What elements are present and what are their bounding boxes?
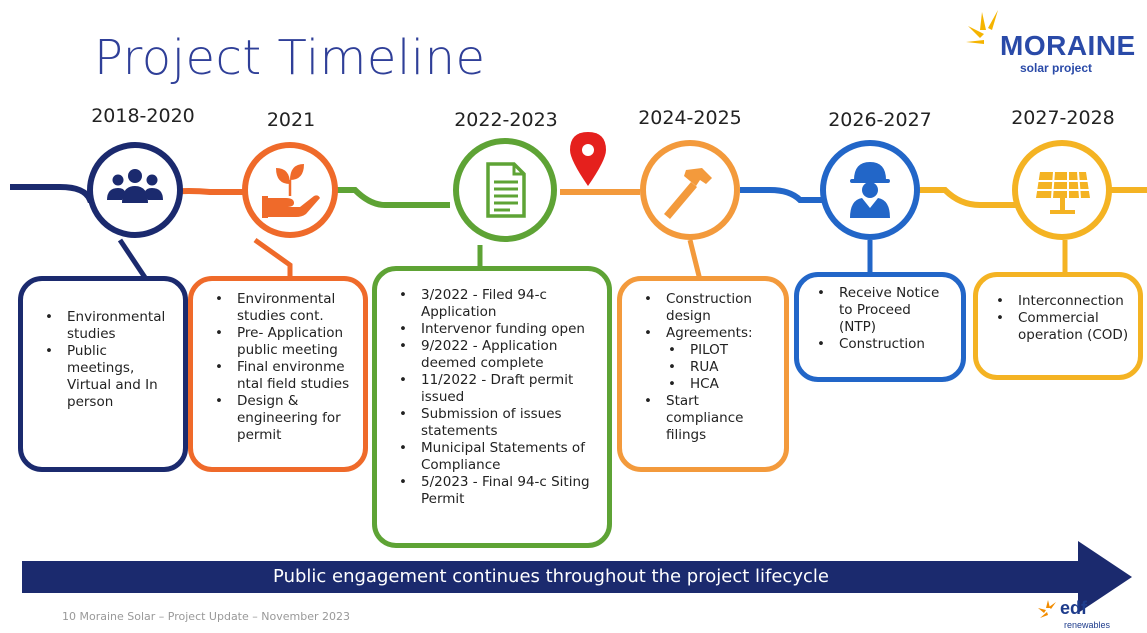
year-label: 2018-2020 (91, 105, 195, 127)
list-item: Submission of issues statements (399, 406, 597, 440)
list-item: PILOT (666, 342, 774, 359)
list-item: Design & engineering for permit (215, 393, 353, 444)
phase-box-4: Construction design Agreements: PILOT RU… (617, 276, 789, 472)
year-label: 2027-2028 (1011, 107, 1115, 129)
edf-subtitle: renewables (1064, 620, 1111, 630)
logo-subtitle: solar project (1020, 61, 1093, 75)
list-item: 3/2022 - Filed 94-c Application (399, 287, 597, 321)
page-title: Project Timeline (94, 30, 486, 86)
footer-text: 10 Moraine Solar – Project Update – Nove… (62, 610, 350, 623)
phase-box-2: Environmental studies cont. Pre- Applica… (188, 276, 368, 472)
year-label: 2022-2023 (454, 109, 558, 131)
year-label: 2024-2025 (638, 107, 742, 129)
list-item: RUA (666, 359, 774, 376)
edf-sun-icon (1038, 600, 1056, 618)
year-label: 2021 (266, 109, 316, 131)
timeline-line (10, 132, 1147, 287)
list-item: Environmental studies (45, 309, 173, 343)
phase-box-6: Interconnection Commercial operation (CO… (973, 272, 1143, 380)
list-item: Start compliance filings (644, 393, 774, 444)
list-item: Construction (817, 336, 951, 353)
list-item: Final environme ntal field studies (215, 359, 353, 393)
list-item: Agreements: (644, 325, 774, 342)
list-item: 5/2023 - Final 94-c Siting Permit (399, 474, 597, 508)
solar-panel-icon (1036, 171, 1090, 214)
list-item: 11/2022 - Draft permit issued (399, 372, 597, 406)
list-item: Public meetings, Virtual and In person (45, 343, 173, 411)
list-item: Intervenor funding open (399, 321, 597, 338)
document-icon (486, 162, 526, 218)
list-item: Receive Notice to Proceed (NTP) (817, 285, 951, 336)
engagement-banner-text: Public engagement continues throughout t… (273, 566, 829, 587)
edf-name: edf (1060, 598, 1087, 618)
logo-name: MORAINE (1000, 30, 1136, 61)
sun-logo-icon (966, 10, 998, 44)
list-item: HCA (666, 376, 774, 393)
list-item: 9/2022 - Application deemed complete (399, 338, 597, 372)
edf-logo: edf renewables (1036, 596, 1146, 632)
list-item: Commercial operation (COD) (996, 310, 1132, 344)
list-item: Interconnection (996, 293, 1132, 310)
location-pin-icon (570, 132, 606, 186)
phase-box-5: Receive Notice to Proceed (NTP) Construc… (794, 272, 966, 382)
phase-box-1: Environmental studies Public meetings, V… (18, 276, 188, 472)
year-label: 2026-2027 (828, 109, 932, 131)
arrow-head-icon (1078, 541, 1132, 613)
people-group-icon (107, 169, 163, 203)
list-item: Pre- Application public meeting (215, 325, 353, 359)
hand-plant-icon (262, 164, 320, 218)
phase-box-3: 3/2022 - Filed 94-c Application Interven… (372, 266, 612, 548)
list-item: Construction design (644, 291, 774, 325)
list-item: Municipal Statements of Compliance (399, 440, 597, 474)
worker-icon (850, 162, 890, 218)
hammer-icon (664, 168, 712, 219)
engagement-arrow (22, 561, 1080, 593)
moraine-logo: MORAINE solar project (962, 6, 1144, 76)
list-item: Environmental studies cont. (215, 291, 353, 325)
